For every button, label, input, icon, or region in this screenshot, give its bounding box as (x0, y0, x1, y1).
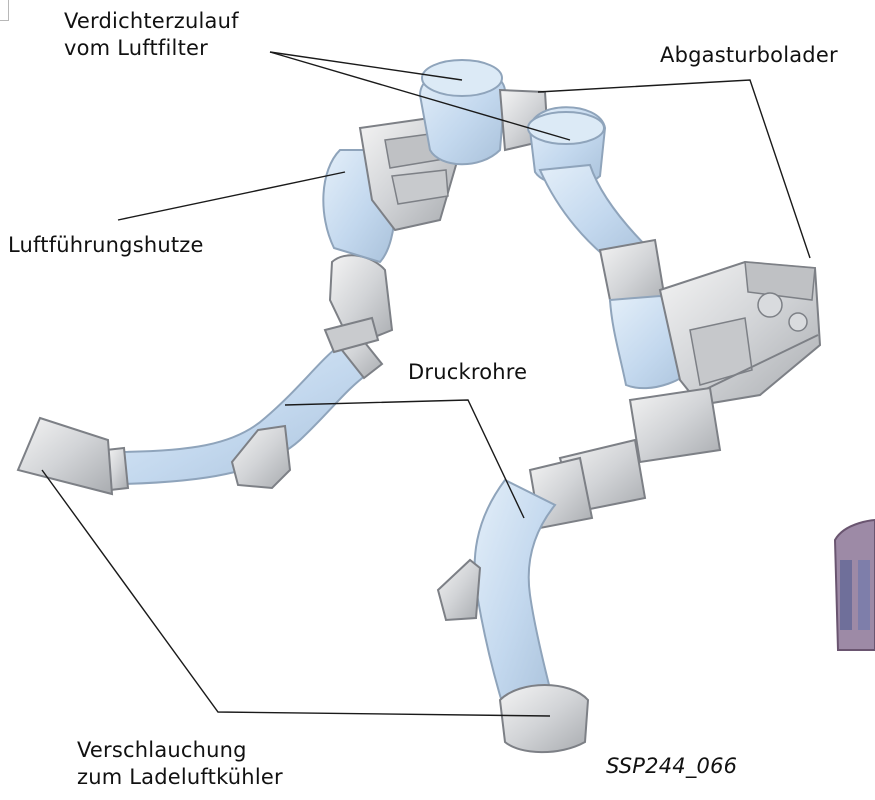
label-hose-line1: Verschlauchung (77, 737, 283, 764)
label-compressor-inlet-line2: vom Luftfilter (64, 35, 239, 62)
figure-reference: SSP244_066 (606, 753, 737, 780)
left-pressure-pipe (18, 255, 392, 494)
label-air-duct: Luftführungshutze (8, 232, 204, 259)
intercooler-edge (835, 520, 875, 650)
label-compressor-inlet: Verdichterzulauf vom Luftfilter (64, 8, 239, 62)
right-pressure-pipe (438, 388, 720, 752)
label-hose: Verschlauchung zum Ladeluftkühler (77, 737, 283, 791)
turbocharger (660, 262, 820, 405)
label-turbocharger: Abgasturbolader (660, 42, 838, 69)
label-pressure-pipes: Druckrohre (408, 359, 527, 386)
leader-luftfuehrung (118, 172, 345, 220)
label-hose-line2: zum Ladeluftkühler (77, 764, 283, 791)
label-compressor-inlet-line1: Verdichterzulauf (64, 8, 239, 35)
